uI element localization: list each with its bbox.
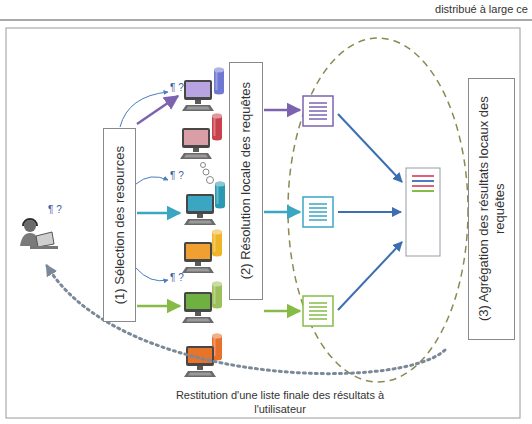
caption-note: Restitution d'une liste finale des résul… <box>160 389 400 417</box>
step-box: (1) Sélection des resources <box>103 128 136 322</box>
query-mark: ¶ ? <box>48 204 78 217</box>
merged-list <box>406 168 440 256</box>
query-mark: ¶ ? <box>170 170 200 183</box>
step-title: (2) Résolution locale des requêtes <box>238 82 254 279</box>
computers <box>180 68 225 378</box>
step-title: (3) Agrégation des résultats locaux des … <box>476 83 507 335</box>
header-rule <box>0 20 532 21</box>
resolution-arrows <box>264 110 300 311</box>
dashed-ellipse <box>288 38 468 382</box>
step-box: (2) Résolution locale des requêtes <box>229 62 263 300</box>
step-title: (1) Sélection des resources <box>112 146 128 304</box>
step-box: (3) Agrégation des résultats locaux des … <box>468 78 515 340</box>
page-header: distribué à large ce <box>400 3 528 17</box>
query-mark: ¶ ? <box>170 272 200 285</box>
user-icon <box>20 219 58 249</box>
frame <box>6 28 520 418</box>
result-lists <box>303 96 333 326</box>
aggregation-arrows <box>338 114 402 310</box>
query-mark: ¶ ? <box>170 82 200 95</box>
